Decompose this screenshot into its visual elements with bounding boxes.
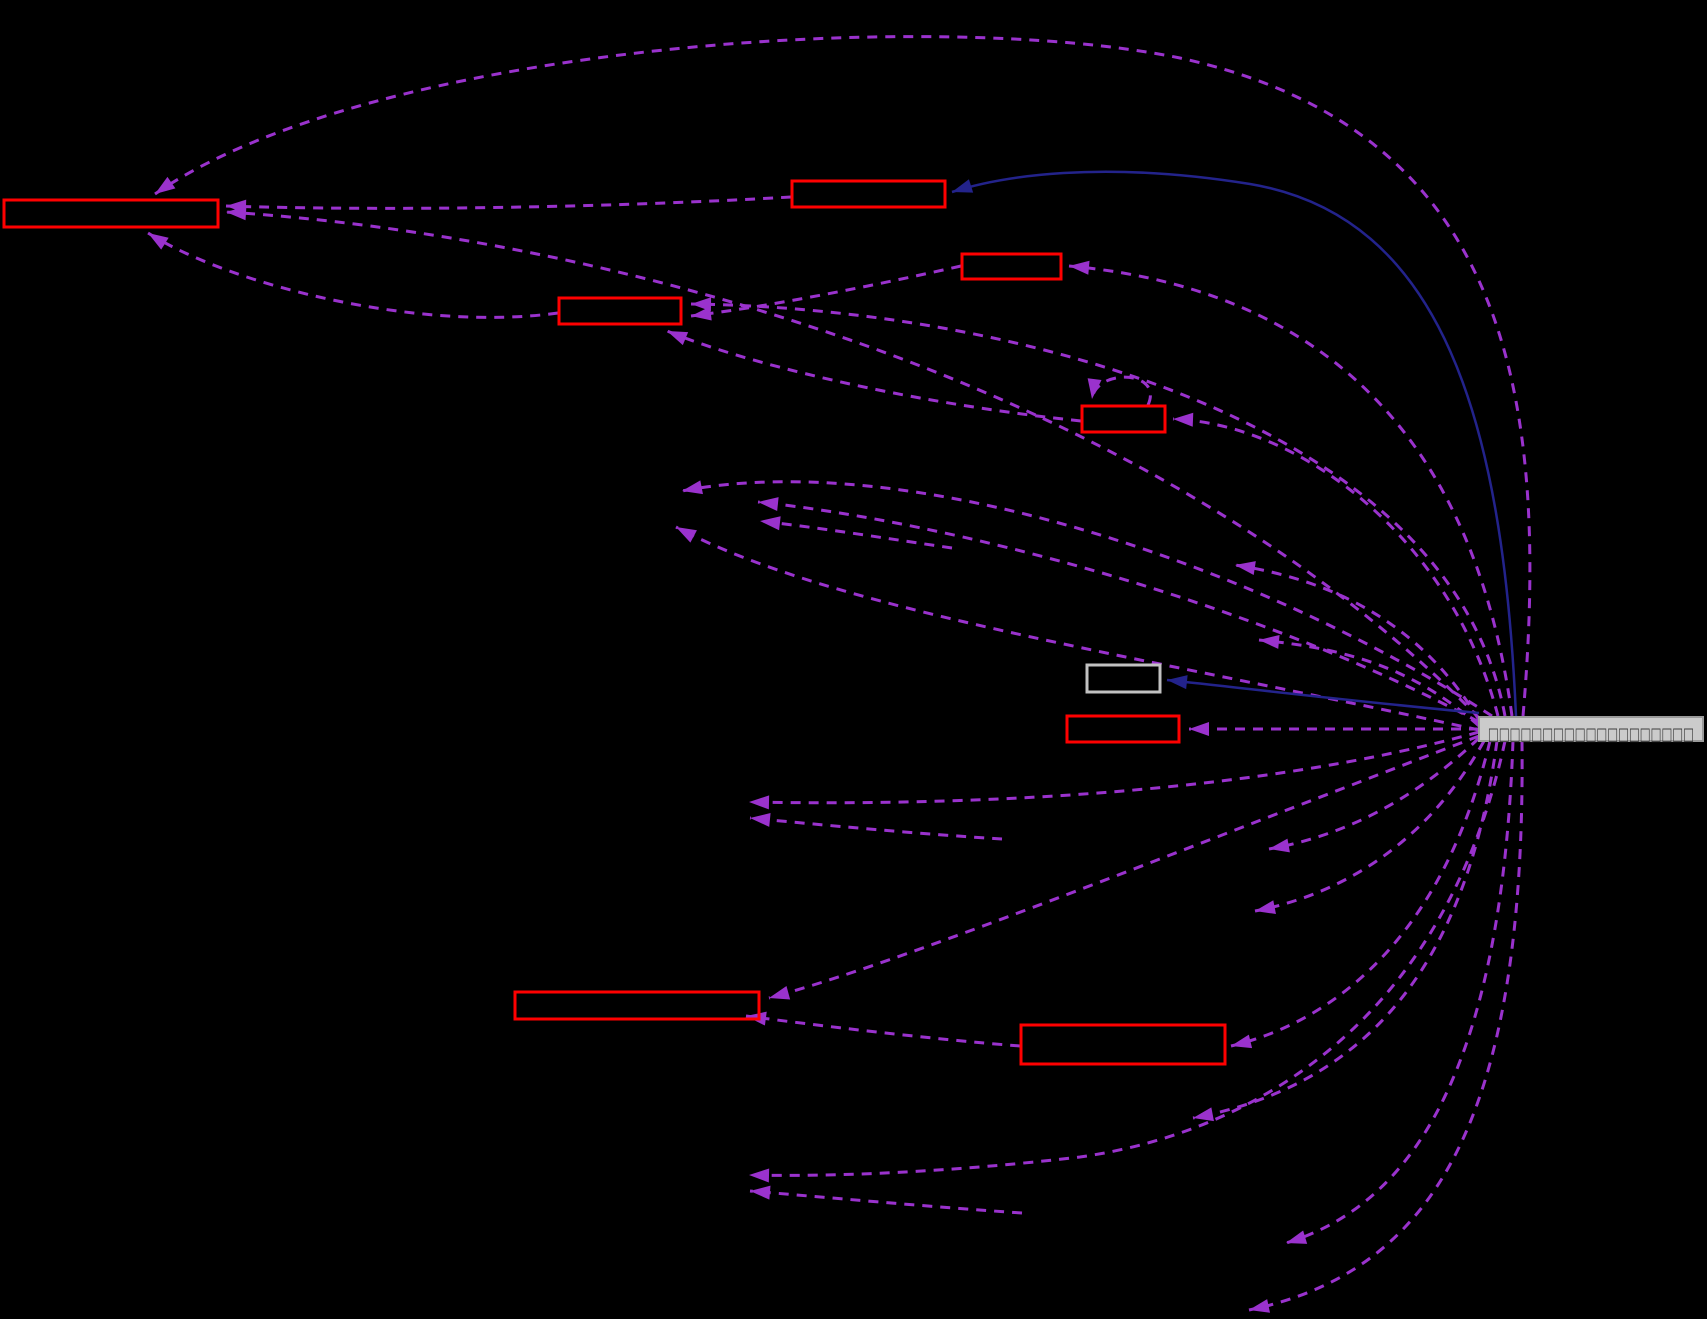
edge-hub-to-box5 [1172,412,1500,717]
edge-hub-to-label-h [1254,740,1486,915]
edge-hidden-to-label-b2 [759,516,953,550]
edge-hub-to-label-l [1248,740,1524,1313]
edge-hub-to-label-d [1234,561,1481,721]
edge-hub-to-label-a [681,480,1493,718]
edge-box2-to-box1 [225,195,792,214]
edge-box3-to-box4 [690,264,962,321]
node-box1[interactable] [2,198,220,229]
node-hub[interactable]: □□□□□□□□□□□□□□□□□□□ [1478,716,1704,745]
node-box-white[interactable] [1085,663,1162,694]
edge-hub-to-box1-top-arc [154,35,1532,717]
edge-hub-to-box2-solid [951,170,1518,717]
node-box4[interactable] [557,296,683,326]
edge-hub-to-box4-upper [690,297,1507,717]
edge-hidden-to-label-j2 [749,1185,1023,1215]
node-box2[interactable] [790,179,947,209]
edge-hub-to-box3 [1068,260,1514,717]
edge-hub-to-label-k [1285,740,1515,1245]
hub-label: □□□□□□□□□□□□□□□□□□□ [1488,724,1694,745]
edge-hub-to-box-white-solid [1166,675,1480,715]
edge-box5-to-box4 [666,329,1082,423]
node-box10[interactable] [1019,1023,1227,1066]
edge-hub-to-label-j [748,740,1507,1183]
edge-box4-to-box1 [147,231,559,319]
node-box5[interactable] [1080,404,1167,434]
edge-hidden-to-label-f2 [749,812,1003,841]
edge-box5-self-loop [1087,375,1152,406]
node-box7[interactable] [1065,714,1181,744]
edge-hub-to-label-f [748,730,1480,810]
node-box3[interactable] [960,252,1063,281]
node-box9[interactable] [513,990,761,1021]
edge-hub-to-box10 [1230,740,1492,1049]
edge-hub-to-label-g [1268,736,1481,853]
edge-hub-to-label-b [757,497,1480,724]
hub-rect[interactable] [1478,716,1704,742]
edge-hub-to-box9 [768,734,1480,1000]
